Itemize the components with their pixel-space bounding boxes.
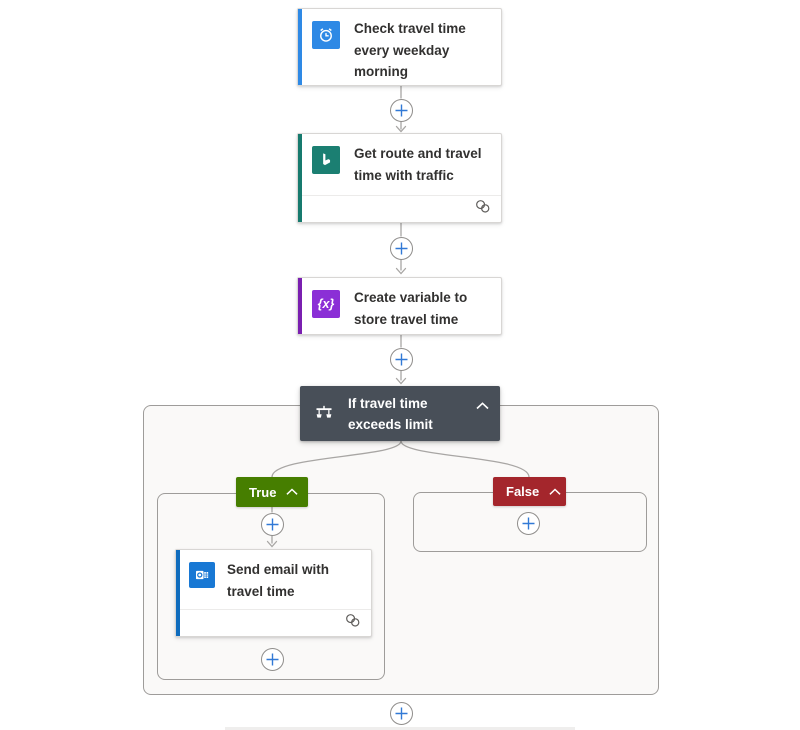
recurrence-icon [312, 21, 340, 49]
connection-icon[interactable] [474, 199, 491, 219]
variable-icon: {x} [312, 290, 340, 318]
true-branch-badge[interactable]: True [236, 477, 308, 507]
condition-title: If travel time exceeds limit [348, 396, 433, 432]
condition-icon [313, 402, 335, 429]
action-card-get-route[interactable]: Get route and travel time with traffic [297, 133, 502, 223]
condition-card-if-travel-time[interactable]: If travel time exceeds limit [300, 386, 500, 441]
variable-glyph: {x} [317, 297, 335, 311]
card-footer [302, 195, 501, 222]
insert-step-button-1[interactable] [389, 98, 413, 122]
collapse-false-branch-icon[interactable] [549, 487, 561, 496]
true-branch-add-action-button[interactable] [260, 647, 284, 671]
false-branch-add-action-button[interactable] [516, 511, 540, 535]
connection-icon[interactable] [344, 613, 361, 633]
variable-card-title: Create variable to store travel time [354, 290, 468, 327]
insert-step-button-3[interactable] [389, 347, 413, 371]
false-branch-badge[interactable]: False [493, 477, 566, 506]
outlook-accent-bar [176, 550, 180, 636]
add-new-step-button[interactable] [389, 701, 413, 725]
true-branch-label: True [249, 484, 277, 500]
action-card-create-variable[interactable]: {x} Create variable to store travel time [297, 277, 502, 335]
trigger-card-check-travel-time[interactable]: Check travel time every weekday morning [297, 8, 502, 86]
false-branch-label: False [506, 484, 540, 499]
card-footer [180, 609, 371, 636]
send-email-card-title: Send email with travel time [227, 562, 330, 599]
trigger-card-title: Check travel time every weekday morning [354, 21, 466, 79]
action-card-send-email[interactable]: Send email with travel time [175, 549, 372, 637]
bing-card-title: Get route and travel time with traffic [354, 146, 482, 183]
trigger-accent-bar [298, 9, 302, 85]
collapse-condition-icon[interactable] [474, 396, 491, 415]
bing-maps-icon [312, 146, 340, 174]
variable-accent-bar [298, 278, 302, 334]
collapse-true-branch-icon[interactable] [286, 488, 299, 496]
insert-step-button-2[interactable] [389, 236, 413, 260]
outlook-icon [189, 562, 215, 588]
true-branch-insert-step-button[interactable] [260, 512, 284, 536]
bing-accent-bar [298, 134, 302, 222]
next-element-edge [225, 727, 575, 730]
